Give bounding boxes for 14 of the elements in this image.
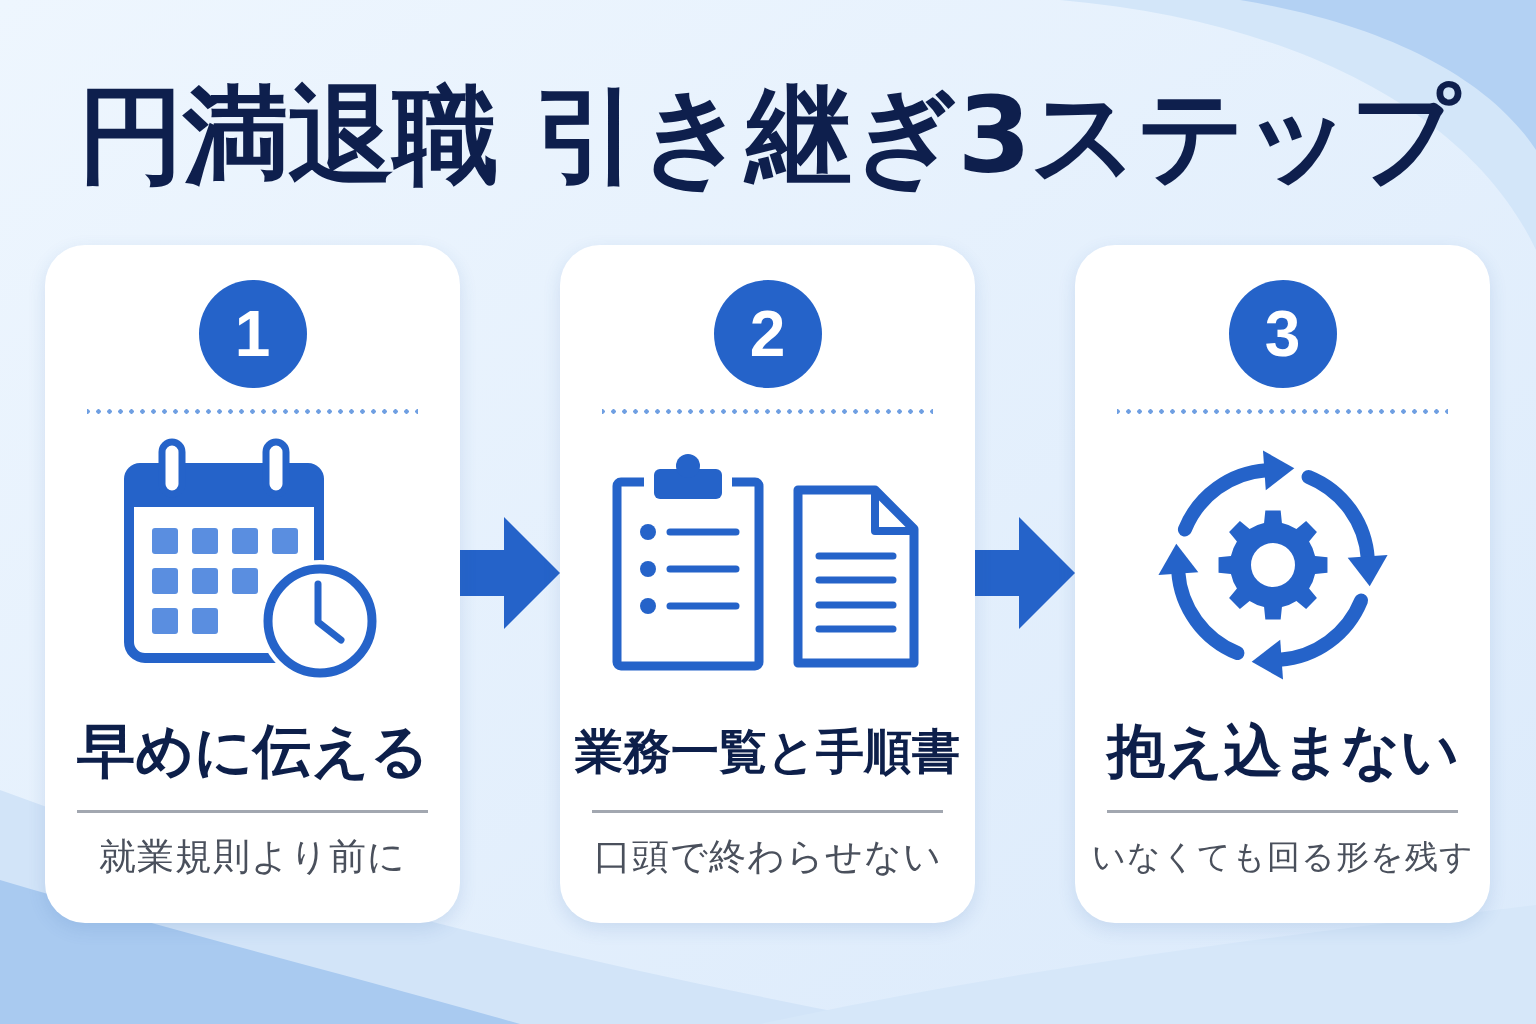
step-heading: 抱え込まない: [1106, 717, 1459, 787]
step-number-circle: 2: [713, 280, 822, 388]
step-card: [1075, 245, 1490, 923]
step-number-circle: 3: [1228, 280, 1337, 388]
step-card: [560, 245, 975, 923]
step-description: 口頭で終わらせない: [593, 834, 942, 880]
step-heading: 早めに伝える: [76, 717, 429, 787]
step-heading: 業務一覧と手順書: [575, 723, 960, 781]
arrow: [975, 517, 1075, 629]
step-description: 就業規則より前に: [99, 834, 406, 880]
step-card: [45, 245, 460, 923]
step-number-circle: 1: [198, 280, 307, 388]
step-description: いなくても回る形を残す: [1091, 837, 1474, 877]
arrow: [460, 517, 560, 629]
